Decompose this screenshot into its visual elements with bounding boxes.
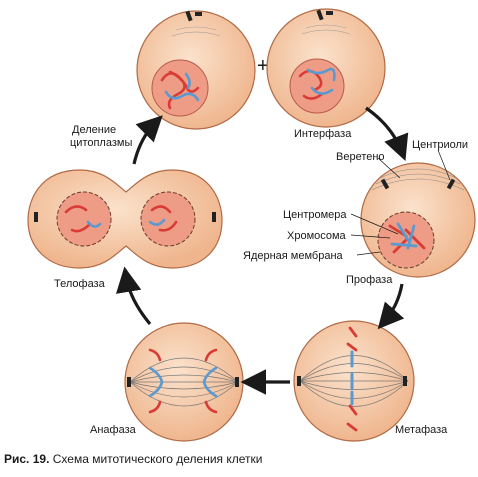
arrow-prophase-to-metaphase (377, 283, 405, 330)
caption-text: Схема митотического деления клетки (52, 452, 263, 466)
caption-prefix: Рис. 19. (4, 452, 50, 466)
centriole-icon (127, 377, 239, 387)
label-spindle: Веретено (336, 151, 385, 163)
label-cytoplasm-division-line2: цитоплазмы (70, 137, 132, 149)
centriole-icon (380, 178, 456, 190)
arrow-anaphase-to-telophase (116, 266, 152, 326)
anaphase-cell (124, 322, 244, 442)
centriole-icon (297, 376, 407, 386)
label-cytoplasm-division-line1: Деление (72, 124, 116, 136)
arrow-interphase-to-prophase (365, 106, 409, 161)
centriole-icon (34, 212, 216, 222)
telophase-cell (27, 169, 223, 269)
label-centrioles: Центриоли (412, 139, 468, 151)
figure-caption: Рис. 19. Схема митотического деления кле… (4, 452, 262, 466)
label-interphase: Интерфаза (294, 128, 352, 140)
label-metaphase: Метафаза (395, 424, 448, 436)
cycle-arrows (116, 106, 409, 395)
label-anaphase: Анафаза (90, 424, 137, 436)
interphase-cell-right (266, 8, 386, 128)
interphase-cell-left (136, 10, 256, 130)
arrow-telophase-to-interphase (132, 115, 163, 165)
label-chromosome: Хромосома (287, 230, 347, 242)
centriole-icon (301, 9, 351, 35)
centriole-icon (171, 10, 221, 37)
plus-sign: + (257, 55, 269, 77)
nucleus (56, 191, 112, 247)
nucleus (151, 59, 209, 117)
label-prophase: Профаза (346, 274, 393, 286)
label-centromere: Центромера (283, 209, 347, 221)
metaphase-cell (293, 320, 415, 442)
prophase-cell (360, 162, 476, 278)
label-telophase: Телофаза (54, 278, 106, 290)
nucleus (289, 58, 345, 114)
label-nuclear-membrane: Ядерная мембрана (243, 250, 344, 262)
nucleus (140, 191, 196, 247)
